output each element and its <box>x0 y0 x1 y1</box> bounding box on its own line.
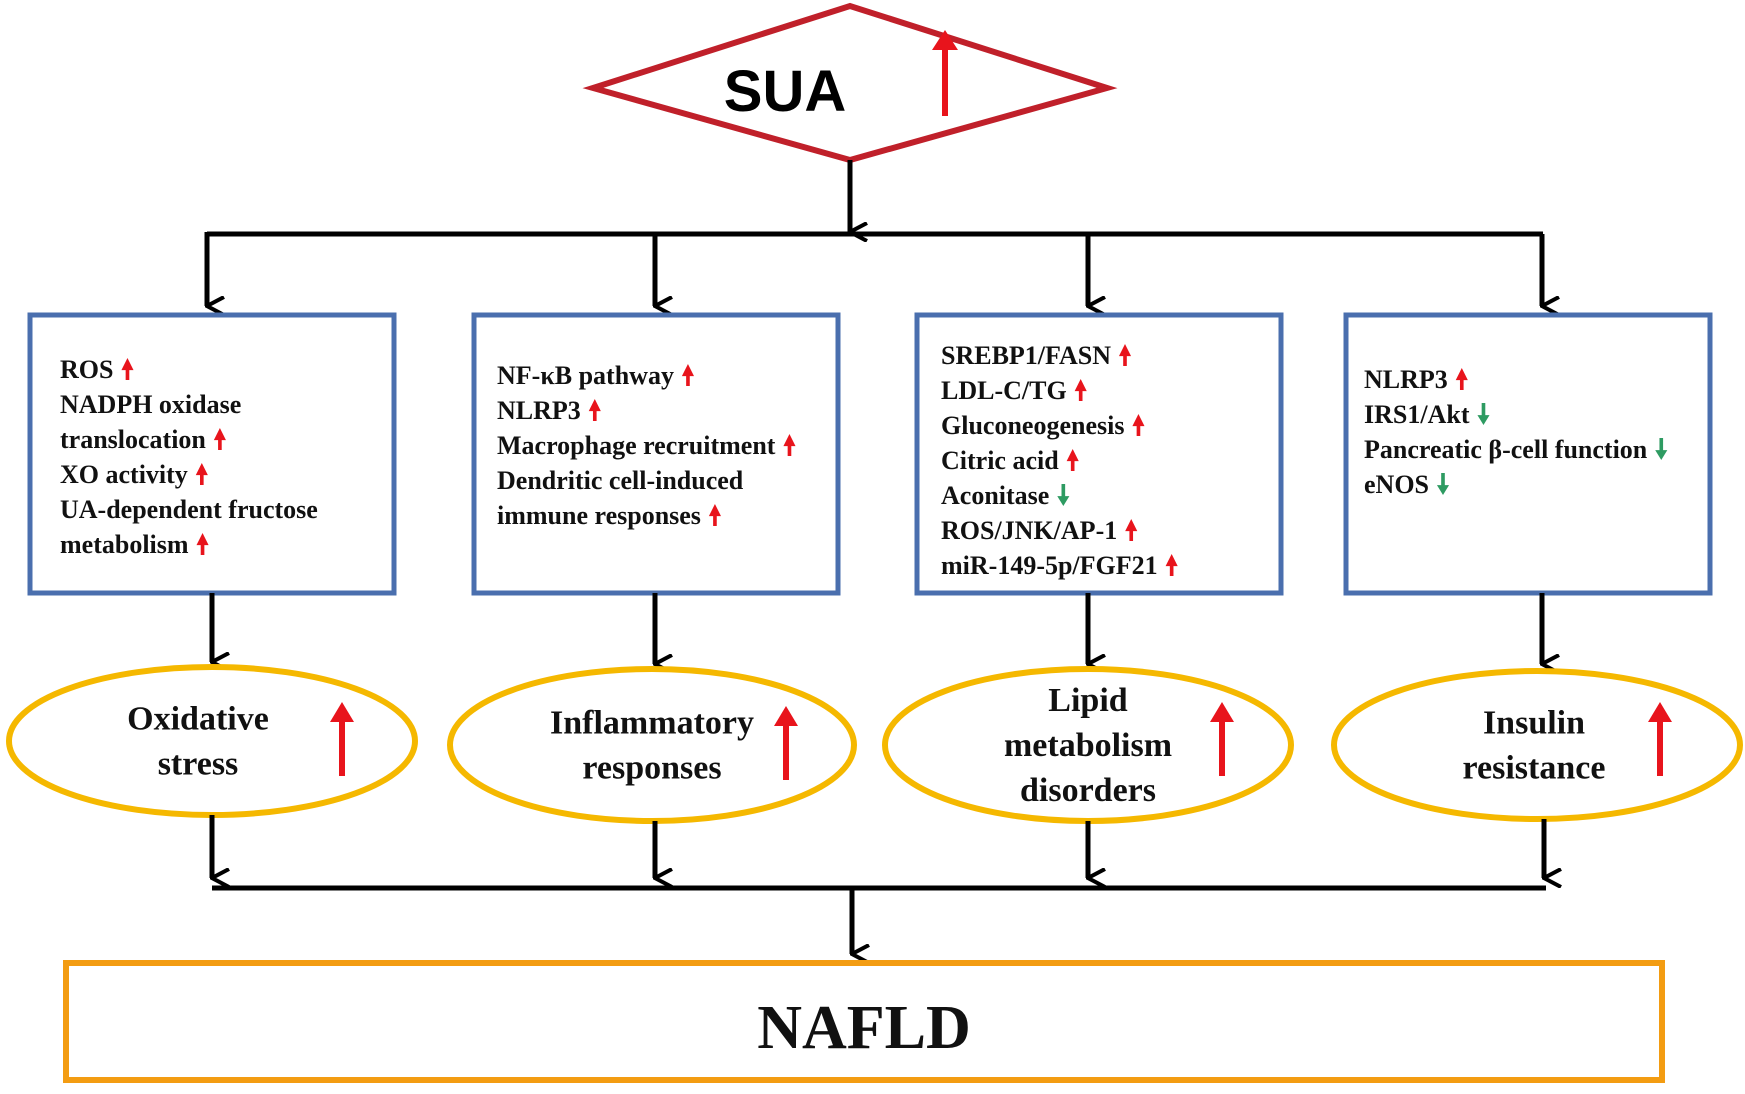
outcome-label: Insulin <box>1483 705 1585 742</box>
mechanism-line: ROS <box>60 355 113 384</box>
sua-diamond <box>582 2 1118 164</box>
oxidative-mechanism-box <box>27 312 397 596</box>
mechanism-line: LDL-C/TG <box>941 376 1067 405</box>
sua-up-arrow-icon <box>932 30 958 116</box>
up-arrow-icon <box>708 504 721 526</box>
bottom-connectors <box>209 815 1546 954</box>
mechanism-line: Citric acid <box>941 446 1059 475</box>
nafld-box <box>63 960 1665 1083</box>
outcome-label: disorders <box>1020 772 1156 809</box>
mechanism-line: Dendritic cell-induced <box>497 466 744 495</box>
outcome-labels: Oxidative stress Inflammatory responses Lipi… <box>127 682 1672 809</box>
mechanism-lines: ROS NADPH oxidase translocation XO activity… <box>60 341 1668 580</box>
outcome-label: Inflammatory <box>550 705 754 742</box>
box-to-oval-connectors <box>209 593 1542 664</box>
inflammatory-responses-oval <box>447 666 857 824</box>
insulin-resistance-oval <box>1331 668 1743 822</box>
up-arrow-icon <box>195 463 208 485</box>
mechanism-line: Macrophage recruitment <box>497 431 776 460</box>
mechanism-line: translocation <box>60 425 206 454</box>
insulin-mechanism-box <box>1343 312 1713 596</box>
up-arrow-icon <box>121 358 134 380</box>
mechanism-line: NF-κB pathway <box>497 361 674 390</box>
mechanism-line: ROS/JNK/AP-1 <box>941 516 1117 545</box>
outcome-label: Lipid <box>1048 682 1127 719</box>
up-arrow-icon <box>1125 519 1138 541</box>
up-arrow-icon <box>1455 368 1468 390</box>
mechanism-line: NLRP3 <box>1364 365 1448 394</box>
sua-label: SUA <box>724 59 846 124</box>
outcome-label: responses <box>582 750 721 787</box>
nafld-node: NAFLD <box>63 960 1665 1083</box>
sua-node: SUA <box>582 2 1118 164</box>
outcome-up-arrow-icon <box>330 702 354 776</box>
up-arrow-icon <box>1118 344 1132 366</box>
down-arrow-icon <box>1057 484 1070 506</box>
outcome-label: Oxidative <box>127 701 269 738</box>
down-arrow-icon <box>1477 403 1490 425</box>
outcome-label: resistance <box>1463 750 1606 787</box>
mechanism-line: eNOS <box>1364 470 1429 499</box>
mechanism-line: Pancreatic β-cell function <box>1364 435 1648 464</box>
mechanism-line: UA-dependent fructose <box>60 495 318 524</box>
nafld-label: NAFLD <box>757 994 971 1062</box>
mechanism-line: Aconitase <box>941 481 1049 510</box>
mechanism-line: metabolism <box>60 530 189 559</box>
up-arrow-icon <box>681 364 695 386</box>
up-arrow-icon <box>588 399 601 421</box>
mechanism-line: NLRP3 <box>497 396 581 425</box>
mechanism-line: XO activity <box>60 460 188 489</box>
lipid-mechanism-box <box>914 312 1284 596</box>
up-arrow-icon <box>1165 554 1178 576</box>
mechanism-line: SREBP1/FASN <box>941 341 1111 370</box>
outcome-label: stress <box>158 746 239 783</box>
mechanism-line: IRS1/Akt <box>1364 400 1470 429</box>
mechanism-line: miR-149-5p/FGF21 <box>941 551 1158 580</box>
down-arrow-icon <box>1436 473 1450 495</box>
inflammatory-mechanism-box <box>471 312 841 596</box>
outcome-up-arrow-icon <box>1648 702 1672 776</box>
mechanism-line: immune responses <box>497 501 701 530</box>
mechanism-line: NADPH oxidase <box>60 390 241 419</box>
up-arrow-icon <box>196 533 209 555</box>
up-arrow-icon <box>1066 449 1079 471</box>
outcome-up-arrow-icon <box>774 706 798 780</box>
up-arrow-icon <box>1074 379 1087 401</box>
mechanism-line: Gluconeogenesis <box>941 411 1124 440</box>
down-arrow-icon <box>1655 438 1668 460</box>
up-arrow-icon <box>1132 414 1145 436</box>
outcome-label: metabolism <box>1004 727 1172 764</box>
outcome-up-arrow-icon <box>1210 702 1234 776</box>
up-arrow-icon <box>213 428 226 450</box>
top-connectors <box>204 160 1543 306</box>
oxidative-stress-oval <box>6 664 418 818</box>
up-arrow-icon <box>783 434 796 456</box>
